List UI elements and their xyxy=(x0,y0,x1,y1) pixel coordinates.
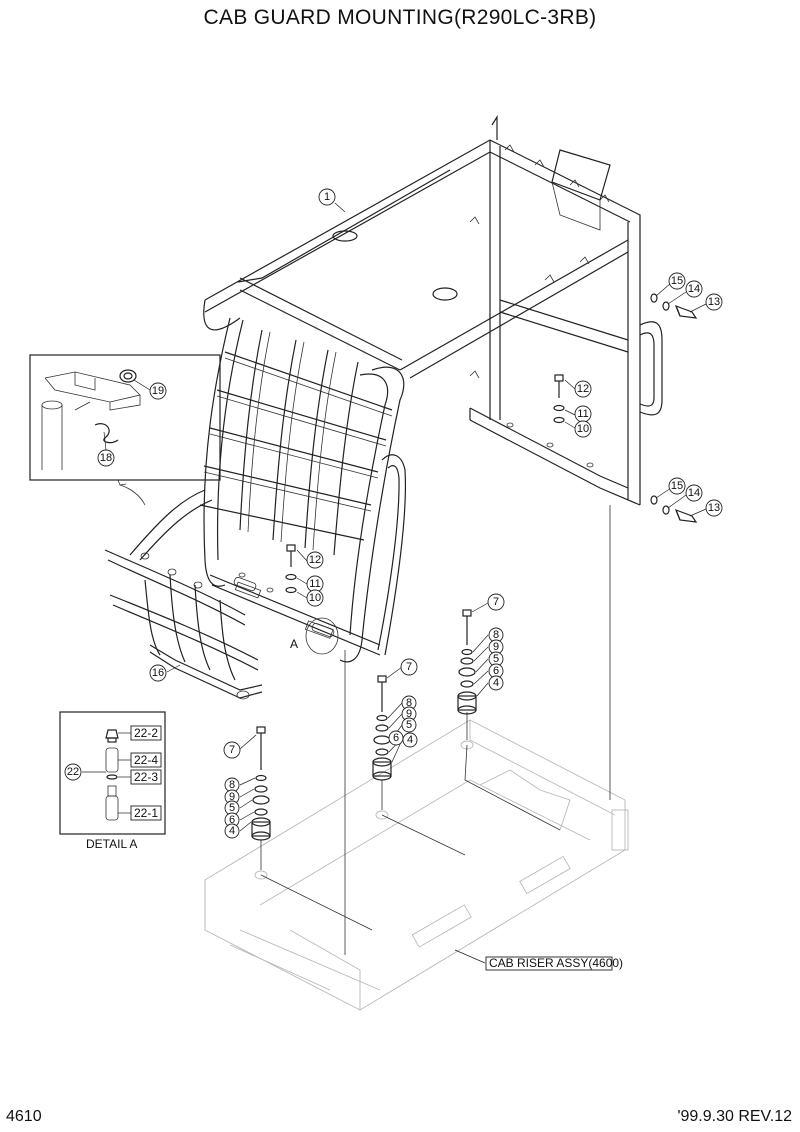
svg-text:14: 14 xyxy=(688,283,700,295)
svg-text:7: 7 xyxy=(493,596,499,608)
svg-text:4: 4 xyxy=(407,734,413,746)
callout-11-upper: 11 xyxy=(574,405,592,423)
callout-14-lower: 14 xyxy=(685,484,703,502)
callout-16: 16 xyxy=(149,664,167,682)
svg-text:8: 8 xyxy=(406,697,412,709)
riser-label-box xyxy=(485,956,613,971)
view-marker-a: A xyxy=(290,637,298,651)
detail-a-box xyxy=(59,711,166,835)
callout-5-right: 5 xyxy=(488,651,504,667)
svg-text:8: 8 xyxy=(229,779,235,791)
callouts: 1 19 18 16 15 14 13 15 14 13 12 11 10 12… xyxy=(64,188,723,839)
label-22-3: 22-3 xyxy=(134,770,158,784)
svg-text:6: 6 xyxy=(229,814,235,826)
svg-text:15: 15 xyxy=(671,275,683,287)
svg-text:13: 13 xyxy=(708,502,720,514)
page-title: CAB GUARD MOUNTING(R290LC-3RB) xyxy=(203,6,597,29)
svg-text:5: 5 xyxy=(493,653,499,665)
callout-10-lower: 10 xyxy=(306,589,324,607)
svg-text:10: 10 xyxy=(309,592,321,604)
callout-12-lower: 12 xyxy=(306,551,324,569)
svg-text:16: 16 xyxy=(152,667,164,679)
callout-14-upper: 14 xyxy=(685,280,703,298)
svg-text:7: 7 xyxy=(406,661,412,673)
svg-text:6: 6 xyxy=(493,665,499,677)
callout-4-middle: 4 xyxy=(402,732,418,748)
svg-text:11: 11 xyxy=(577,408,588,420)
svg-text:8: 8 xyxy=(493,629,499,641)
svg-text:14: 14 xyxy=(688,487,700,499)
svg-text:13: 13 xyxy=(708,296,720,308)
label-22-4: 22-4 xyxy=(134,753,158,767)
svg-text:10: 10 xyxy=(577,423,589,435)
svg-text:15: 15 xyxy=(671,480,683,492)
svg-text:18: 18 xyxy=(100,452,112,464)
svg-text:5: 5 xyxy=(229,802,235,814)
callout-15-upper: 15 xyxy=(668,272,686,290)
front-guard-grille xyxy=(199,299,407,663)
svg-text:7: 7 xyxy=(229,744,235,756)
callout-18: 18 xyxy=(97,449,115,467)
hardware xyxy=(233,293,698,638)
callout-7-left: 7 xyxy=(223,741,241,759)
detail-a-label: DETAIL A xyxy=(86,837,137,851)
callout-1: 1 xyxy=(318,188,336,206)
inset-detail-box xyxy=(29,354,221,506)
callout-9-right: 9 xyxy=(488,639,504,655)
svg-text:19: 19 xyxy=(152,385,164,397)
riser-label: CAB RISER ASSY(4600) xyxy=(489,956,623,970)
detail-part-labels: 22-2 22-4 22-3 22-1 xyxy=(130,725,162,821)
mount-stack-left xyxy=(251,726,271,880)
svg-text:5: 5 xyxy=(406,719,412,731)
svg-text:4: 4 xyxy=(493,677,499,689)
callout-5-middle: 5 xyxy=(401,717,417,733)
page-number: 4610 xyxy=(6,1108,42,1125)
svg-text:9: 9 xyxy=(493,641,499,653)
callout-10-upper: 10 xyxy=(574,420,592,438)
cab-riser-ghost xyxy=(204,719,629,1011)
svg-text:11: 11 xyxy=(309,578,320,590)
callout-15-lower: 15 xyxy=(668,477,686,495)
svg-text:12: 12 xyxy=(309,554,321,566)
callout-12-upper: 12 xyxy=(574,380,592,398)
leader-lines xyxy=(103,202,707,832)
cab-guard-frame xyxy=(204,114,663,506)
callout-13-lower: 13 xyxy=(705,499,723,517)
svg-text:4: 4 xyxy=(229,825,235,837)
callout-4-right: 4 xyxy=(488,675,504,691)
reference-lines xyxy=(260,505,611,964)
callout-7-middle: 7 xyxy=(400,658,418,676)
svg-text:9: 9 xyxy=(229,791,235,803)
label-22-2: 22-2 xyxy=(134,726,158,740)
callout-7-right: 7 xyxy=(487,593,505,611)
revision-stamp: '99.9.30 REV.12 xyxy=(677,1108,792,1125)
callout-22: 22 xyxy=(64,763,82,781)
callout-19: 19 xyxy=(149,382,167,400)
callout-4-left: 4 xyxy=(224,823,240,839)
callout-13-upper: 13 xyxy=(705,293,723,311)
callout-6-middle: 6 xyxy=(388,730,404,746)
svg-text:1: 1 xyxy=(324,191,330,203)
svg-text:6: 6 xyxy=(393,732,399,744)
lower-guard xyxy=(104,489,263,700)
label-22-1: 22-1 xyxy=(134,806,158,820)
svg-text:9: 9 xyxy=(406,708,412,720)
svg-text:22: 22 xyxy=(67,766,79,778)
mount-stack-right xyxy=(457,609,477,750)
svg-text:12: 12 xyxy=(577,383,589,395)
